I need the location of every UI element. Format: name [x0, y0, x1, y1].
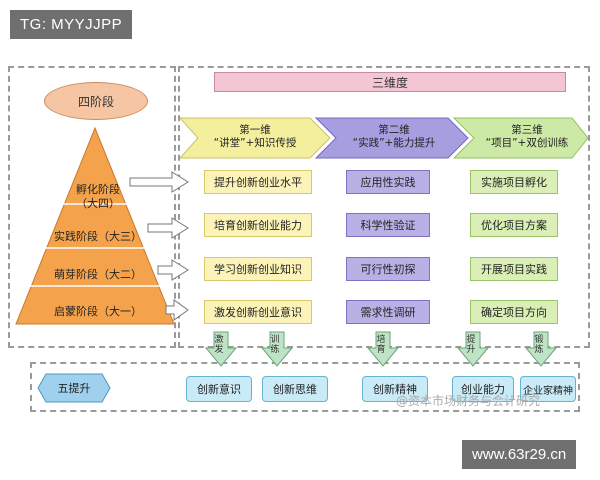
dimension-1-desc: “讲堂”+知识传授	[213, 137, 297, 149]
stages-header: 四阶段	[44, 82, 148, 120]
arrow-label-5: 锻炼	[534, 335, 544, 355]
dimension-1-name: 第一维	[239, 123, 271, 136]
col2-box-3: 可行性初探	[346, 257, 430, 281]
col3-box-1: 实施项目孵化	[470, 170, 558, 194]
dimension-shapes	[180, 117, 589, 159]
col1-box-4: 激发创新创业意识	[204, 300, 312, 324]
col1-box-1: 提升创新创业水平	[204, 170, 312, 194]
site-url: www.63r29.cn	[462, 440, 577, 469]
dimensions-header: 三维度	[214, 72, 566, 92]
col1-box-3: 学习创新创业知识	[204, 257, 312, 281]
stages-frame	[8, 66, 176, 348]
dimension-2: 第二维 “实践”+能力提升	[338, 120, 450, 154]
arrow-label-1: 激发	[214, 335, 224, 355]
dimension-2-name: 第二维	[378, 123, 410, 136]
col3-box-4: 确定项目方向	[470, 300, 558, 324]
col3-box-2: 优化项目方案	[470, 213, 558, 237]
pyramid	[15, 126, 175, 325]
improvement-4: 创业能力	[452, 376, 514, 402]
dimension-3-desc: “项目”+双创训练	[485, 137, 569, 149]
pyramid-level-3: 萌芽阶段（大二）	[54, 267, 142, 281]
arrow-label-3: 培育	[376, 335, 386, 355]
pyramid-level-1: 孵化阶段 （大四）	[58, 180, 138, 214]
down-arrows	[204, 331, 558, 367]
improvement-5: 企业家精神	[520, 376, 576, 402]
improvement-3: 创新精神	[362, 376, 428, 402]
watermark: @资本市场财务与会计研究	[396, 394, 541, 408]
col3-box-3: 开展项目实践	[470, 257, 558, 281]
five-header-shape	[37, 373, 111, 403]
improvements-frame	[30, 362, 580, 412]
col2-box-2: 科学性验证	[346, 213, 430, 237]
five-header: 五提升	[57, 382, 91, 395]
dimension-2-desc: “实践”+能力提升	[352, 137, 436, 149]
dimension-3: 第三维 “项目”+双创训练	[474, 120, 580, 154]
improvement-2: 创新思维	[262, 376, 328, 402]
col1-box-2: 培育创新创业能力	[204, 213, 312, 237]
dimension-1: 第一维 “讲堂”+知识传授	[200, 120, 310, 154]
channel-tag: TG: MYYJJPP	[10, 10, 133, 39]
col2-box-4: 需求性调研	[346, 300, 430, 324]
arrow-label-4: 提升	[466, 335, 476, 355]
col2-box-1: 应用性实践	[346, 170, 430, 194]
dimension-3-name: 第三维	[511, 123, 543, 136]
pyramid-level-1-label: 孵化阶段	[76, 182, 120, 196]
arrow-label-2: 训练	[270, 335, 280, 355]
pyramid-level-4: 启蒙阶段（大一）	[54, 304, 142, 318]
improvement-1: 创新意识	[186, 376, 252, 402]
pyramid-level-2: 实践阶段（大三）	[54, 229, 142, 243]
pyramid-level-1-sub: （大四）	[76, 197, 120, 210]
stage-arrows	[129, 171, 189, 321]
